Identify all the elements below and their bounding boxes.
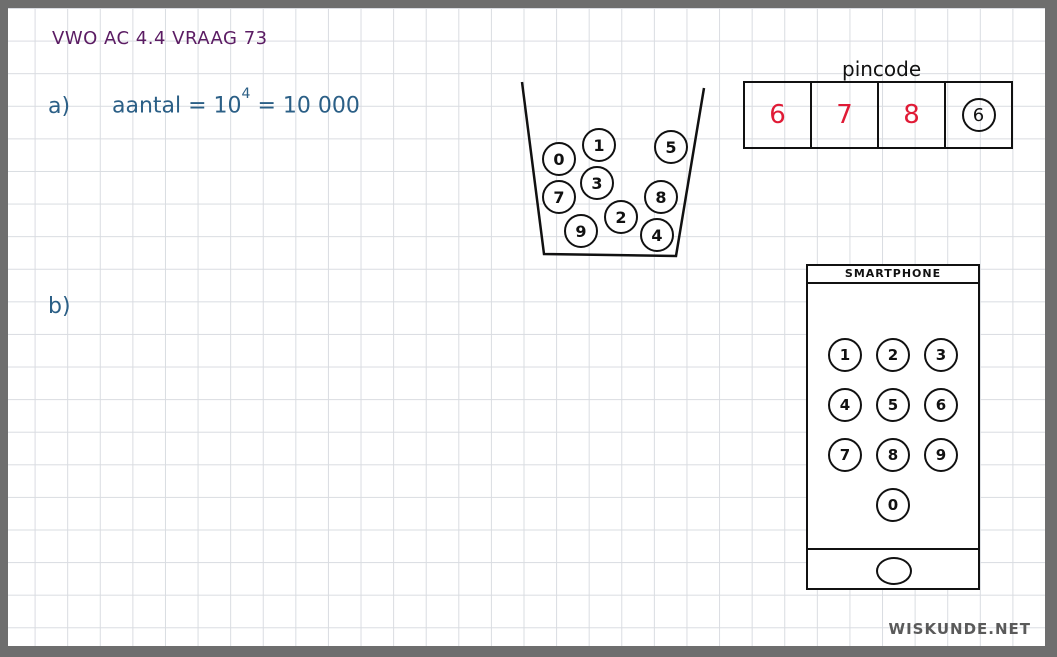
ball: 9 [564, 214, 598, 248]
formula-prefix: aantal = 10 [112, 93, 242, 119]
ball: 5 [654, 130, 688, 164]
watermark: WISKUNDE.NET [888, 620, 1031, 638]
pin-digit-box: 8 [879, 83, 946, 147]
formula-suffix: = 10 000 [250, 93, 360, 119]
ball: 1 [582, 128, 616, 162]
ball: 3 [580, 166, 614, 200]
keypad-key: 5 [876, 388, 910, 422]
formula-exponent: 4 [241, 86, 251, 102]
keypad-key: 3 [924, 338, 958, 372]
whiteboard: VWO AC 4.4 VRAAG 73 a) aantal = 104 = 10… [8, 8, 1045, 646]
pin-digit-box: 6 [745, 83, 812, 147]
keypad-key: 9 [924, 438, 958, 472]
ball: 8 [644, 180, 678, 214]
smartphone: SMARTPHONE 1 2 3 4 5 6 7 8 9 0 [806, 264, 980, 590]
pin-digit-box: 6 [946, 83, 1011, 147]
ball: 0 [542, 142, 576, 176]
phone-bottom-bar [808, 548, 978, 588]
ball: 7 [542, 180, 576, 214]
phone-brand: SMARTPHONE [808, 266, 978, 284]
pin-digit-circled: 6 [961, 98, 996, 132]
part-b-label: b) [48, 294, 71, 319]
cup-outline [520, 81, 706, 258]
keypad-key: 0 [876, 488, 910, 522]
pin-digit-box: 7 [812, 83, 879, 147]
keypad-key: 4 [828, 388, 862, 422]
keypad-key: 6 [924, 388, 958, 422]
pincode-boxes: 6 7 8 6 [743, 81, 1013, 149]
keypad-key: 2 [876, 338, 910, 372]
part-a-label: a) [48, 94, 71, 119]
pincode-label: pincode [842, 57, 922, 81]
keypad-key: 1 [828, 338, 862, 372]
keypad-key: 7 [828, 438, 862, 472]
home-button-icon [876, 557, 912, 585]
page-title: VWO AC 4.4 VRAAG 73 [52, 28, 268, 49]
part-a-formula: aantal = 104 = 10 000 [112, 86, 360, 119]
ball: 2 [604, 200, 638, 234]
keypad-key: 8 [876, 438, 910, 472]
ball-cup: 0 1 5 3 7 8 2 9 4 [516, 78, 716, 262]
ball: 4 [640, 218, 674, 252]
